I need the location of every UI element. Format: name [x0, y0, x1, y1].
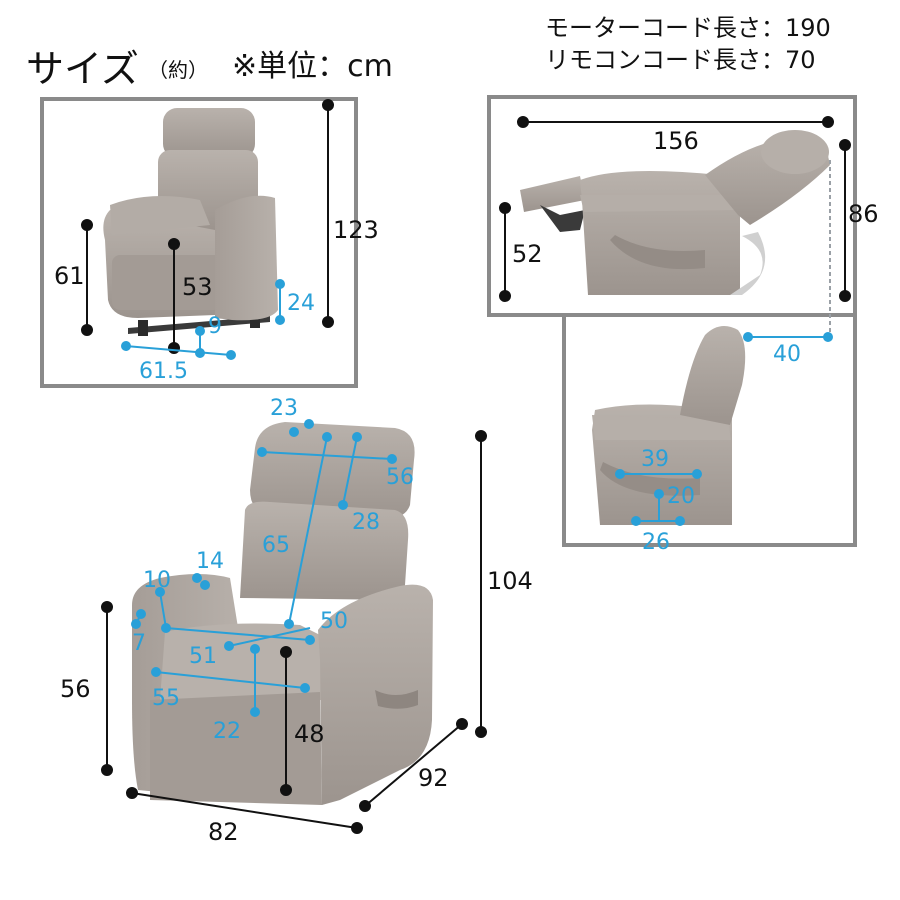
dim-front-height-total: 123 [333, 216, 379, 244]
dim-headrest-height: 28 [352, 510, 380, 535]
dim-pocket-bottom: 26 [642, 530, 670, 555]
dim-side-height: 86 [848, 200, 879, 228]
dim-side-foot-height: 52 [512, 240, 543, 268]
dim-seat-back-width: 51 [189, 644, 217, 669]
dim-depth: 92 [418, 764, 449, 792]
dim-total-height: 104 [487, 567, 533, 595]
side-chair-reclined-image [520, 130, 830, 295]
dim-seat-front-width: 55 [152, 686, 180, 711]
approx-note: （約） [148, 58, 208, 82]
dim-front-base: 9 [208, 314, 222, 339]
dim-pocket-width: 39 [641, 447, 669, 472]
dim-front-seat-depth: 53 [182, 273, 213, 301]
dim-front-lift: 24 [287, 291, 315, 316]
main-chair-image [132, 422, 433, 805]
dim-seat-height: 48 [294, 720, 325, 748]
dim-side-recline: 40 [773, 342, 801, 367]
motor-cord-length: モーターコード長さ：190 [545, 14, 831, 42]
dim-back-height: 65 [262, 533, 290, 558]
front-chair-image [103, 108, 278, 321]
dim-seat-width: 50 [320, 609, 348, 634]
dim-front-seat-height: 61 [54, 262, 85, 290]
dim-arm-top: 14 [196, 549, 224, 574]
front-view-panel [40, 97, 358, 388]
dim-arm-mid: 10 [143, 568, 171, 593]
front-chair-lift-base [128, 312, 270, 336]
remote-cord-length: リモコンコード長さ：70 [545, 46, 816, 74]
unit-note: ※単位：cm [232, 49, 393, 84]
dim-arm-height: 56 [60, 675, 91, 703]
page-title: サイズ [26, 47, 139, 91]
dim-seat-depth: 22 [213, 719, 241, 744]
side-chair-upright-image [592, 326, 746, 525]
side-upright-panel [562, 315, 857, 547]
dim-headrest-top: 23 [270, 396, 298, 421]
dim-side-length: 156 [653, 127, 699, 155]
dim-pocket-height: 20 [667, 484, 695, 509]
dim-front-base-width: 61.5 [139, 359, 188, 384]
blue-dimension-lines [121, 160, 833, 717]
dim-width: 82 [208, 818, 239, 846]
black-dimension-lines [81, 99, 851, 834]
dim-arm-side: 7 [132, 631, 146, 656]
dim-headrest-width: 56 [386, 465, 414, 490]
side-view-panel [487, 95, 857, 317]
